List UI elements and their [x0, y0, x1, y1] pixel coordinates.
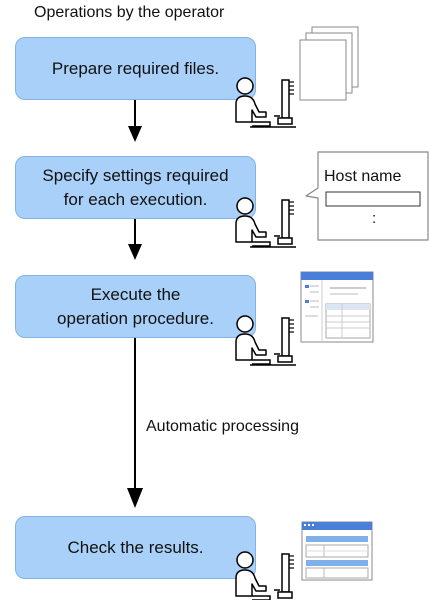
results-window-icon — [301, 521, 373, 581]
step-specify-settings: Specify settings required for each execu… — [15, 156, 256, 219]
operator-icon-1 — [235, 77, 297, 128]
diagram-heading: Operations by the operator — [34, 4, 225, 21]
host-name-label: Host name — [324, 168, 402, 185]
documents-stack-icon — [299, 26, 359, 101]
operator-icon-3 — [235, 315, 297, 366]
arrow-1-head — [128, 126, 142, 142]
step-execute-procedure: Execute the operation procedure. — [15, 275, 256, 338]
arrow-3-head — [127, 488, 143, 508]
operator-icon-2 — [235, 197, 297, 248]
settings-form-icon — [305, 151, 429, 241]
automatic-processing-label: Automatic processing — [146, 418, 299, 435]
operator-icon-4 — [235, 551, 297, 600]
step-prepare-files: Prepare required files. — [15, 37, 256, 100]
arrow-2-head — [128, 244, 142, 260]
step-check-results: Check the results. — [15, 516, 256, 579]
application-window-icon — [300, 271, 374, 343]
settings-ellipsis: : — [372, 210, 377, 227]
